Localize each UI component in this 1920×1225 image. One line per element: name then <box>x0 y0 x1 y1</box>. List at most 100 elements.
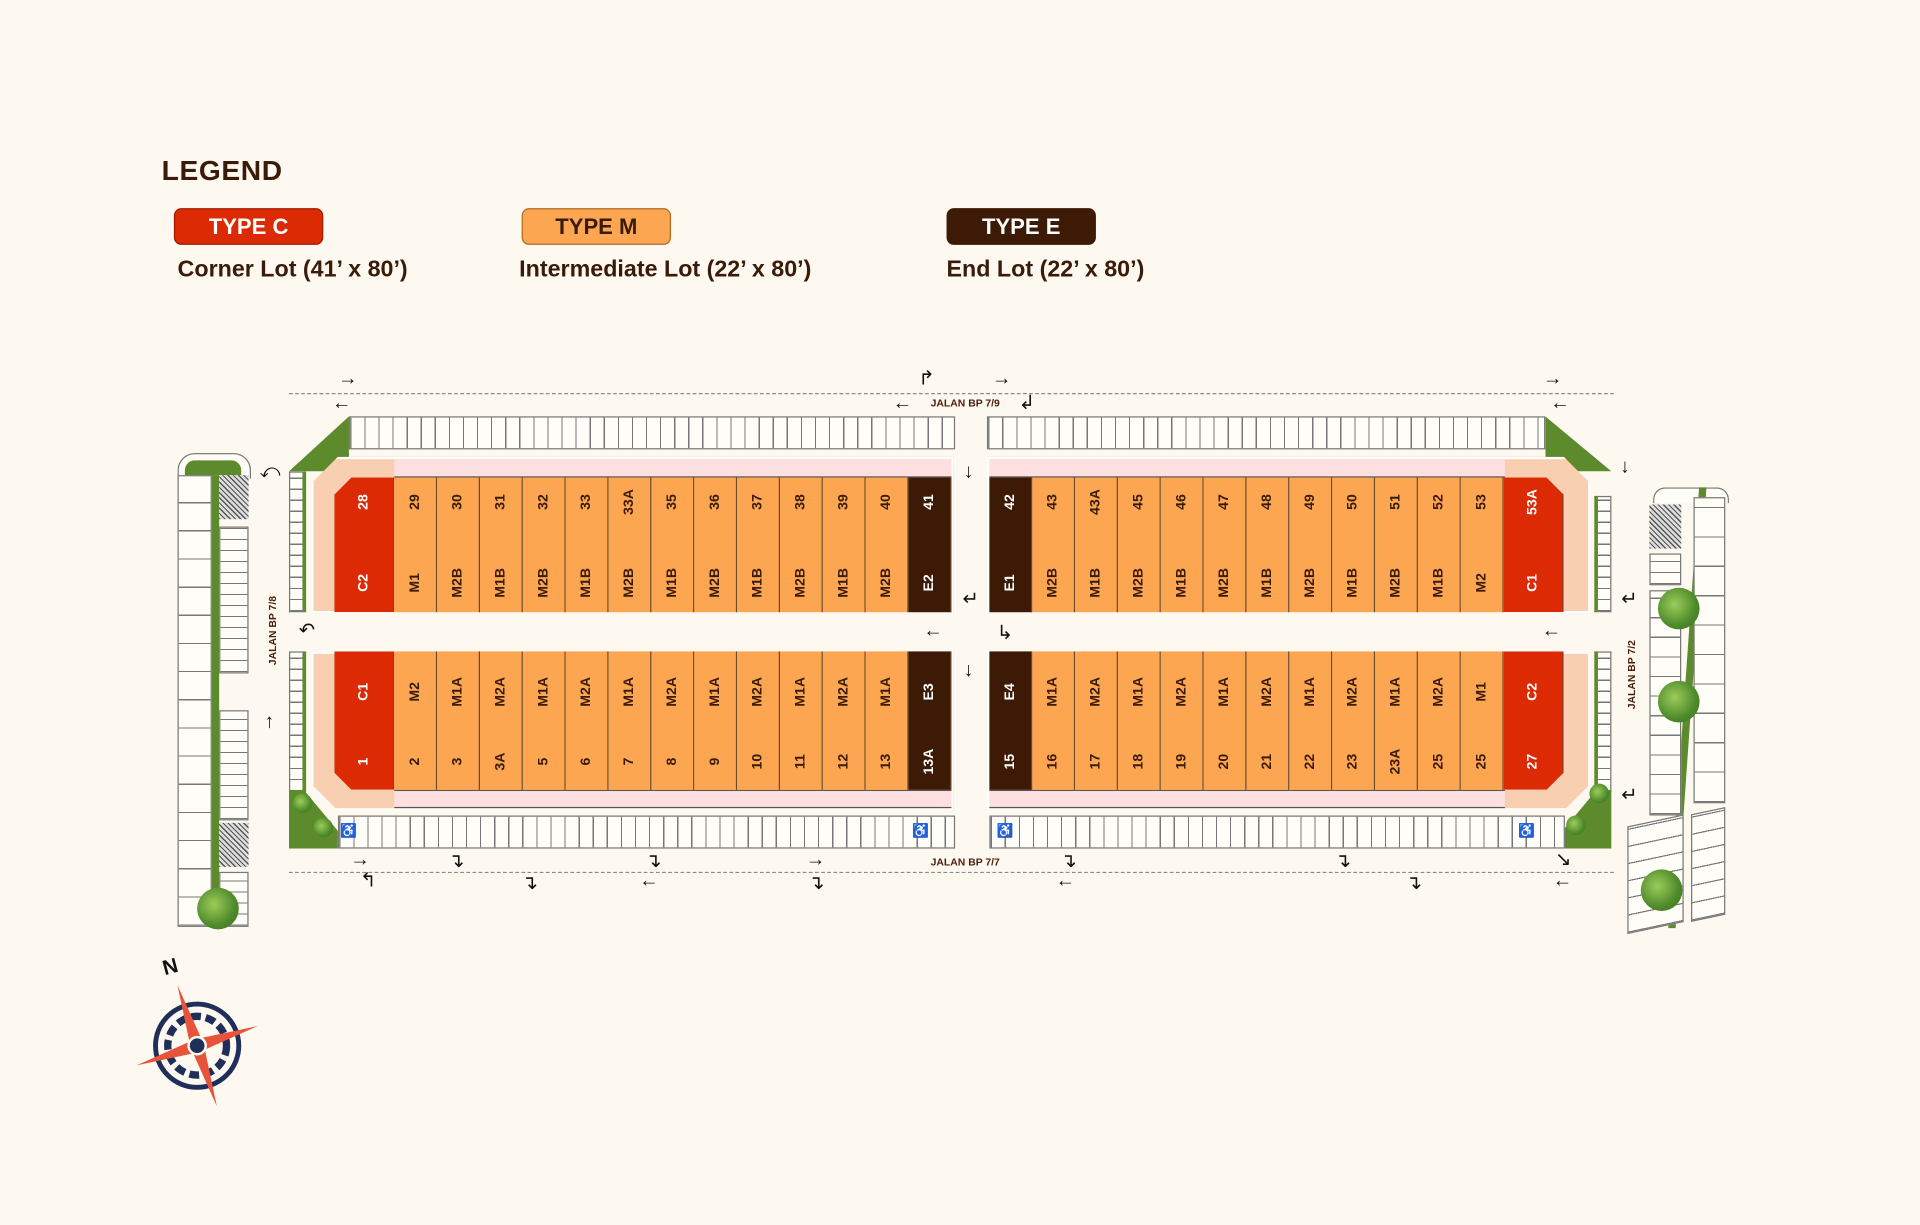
lot-number: 43A <box>1088 489 1104 515</box>
lot-number: 3 <box>450 757 466 766</box>
lot-number: 42 <box>1002 494 1018 510</box>
turn-arrow-icon: ↴ <box>808 873 825 894</box>
turn-arrow-icon: ↵ <box>962 588 979 610</box>
lot-number: 5 <box>536 757 552 766</box>
arrow-down-icon: ↓ <box>963 461 974 483</box>
legend-badge-type-e: TYPE E <box>946 208 1096 245</box>
lot-type-code: E2 <box>922 574 937 592</box>
lot-type-code: M2 <box>1474 573 1489 593</box>
parking-strip <box>1691 806 1726 923</box>
accessible-parking-icon: ♿ <box>340 824 358 839</box>
tree-icon <box>197 887 239 930</box>
turn-arrow-icon: ↴ <box>448 851 465 872</box>
lot-number: 45 <box>1131 494 1147 510</box>
lot-number: 48 <box>1260 494 1275 510</box>
lot-type-code: M2A <box>664 676 680 707</box>
arrow-down-icon: ↓ <box>963 660 974 681</box>
lot-number: 33 <box>579 494 594 510</box>
arrow-left-icon: ← <box>1055 870 1076 892</box>
lot-number: 11 <box>793 754 809 770</box>
accessible-parking-icon: ♿ <box>1518 824 1536 839</box>
lot-8-type-m[interactable]: 8 M2A <box>651 651 695 790</box>
west-parking-area <box>177 453 252 930</box>
lot-type-code: M2B <box>450 567 466 598</box>
road-line-north <box>288 393 1614 395</box>
turn-arrow-icon: ↰ <box>360 870 377 892</box>
road-line-south <box>288 871 1614 874</box>
lot-type-code: M2B <box>1131 567 1147 598</box>
lot-number: 23A <box>1388 748 1404 775</box>
road-label-west: JALAN BP 7/8 <box>266 596 279 666</box>
lot-type-code: M2 <box>407 682 423 702</box>
lot-type-code: M2A <box>1174 676 1189 707</box>
lot-type-code: M2B <box>1045 567 1061 598</box>
parking-strip <box>989 815 1565 849</box>
turn-arrow-icon: ↲ <box>1018 393 1036 414</box>
lot-number: 29 <box>407 494 423 510</box>
tree-icon <box>1657 587 1700 630</box>
compass-rose-icon <box>136 985 258 1107</box>
lot-type-code: M1B <box>1260 567 1275 598</box>
parking-strip <box>1649 553 1682 586</box>
parking-strip <box>288 651 307 793</box>
turn-arrow-icon: ↴ <box>1405 873 1423 894</box>
parking-strip <box>288 471 307 613</box>
arrow-left-icon: ← <box>1550 393 1570 414</box>
lot-type-code: M1A <box>1217 676 1232 707</box>
lot-number: 8 <box>664 757 680 766</box>
